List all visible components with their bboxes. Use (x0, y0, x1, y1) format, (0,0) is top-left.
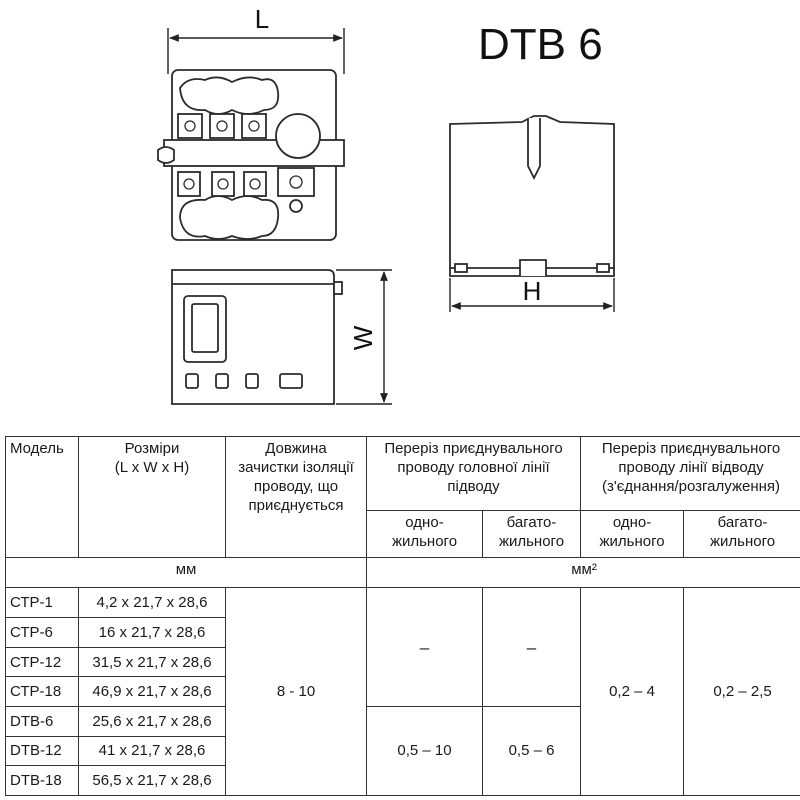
terminal-screws (183, 120, 303, 190)
table-cell-model: СТР-18 (5, 676, 79, 707)
dtb-main-single: 0,5 – 10 (366, 705, 483, 797)
side-view (171, 269, 343, 405)
label-w: W (348, 325, 378, 350)
table-cell-model: СТР-6 (5, 617, 79, 648)
header-main-single: одно-жильного (366, 509, 483, 558)
table-cell-size: 46,9 x 21,7 x 28,6 (78, 676, 226, 707)
unit-mm: мм (5, 556, 367, 589)
header-model: Модель (5, 436, 79, 558)
model-title: DTB 6 (478, 20, 603, 69)
ctp-main-single: – (366, 587, 483, 707)
table-cell-size: 56,5 x 21,7 x 28,6 (78, 765, 226, 796)
ctp-main-multi: – (481, 587, 582, 707)
label-h: H (523, 276, 542, 306)
unit-mm2: мм² (365, 556, 800, 589)
table-cell-model: DTB-12 (5, 735, 79, 767)
dimension-h (449, 278, 615, 312)
header-main-multi: багато-жильного (481, 509, 582, 558)
table-cell-size: 4,2 x 21,7 x 28,6 (78, 587, 226, 619)
header-sizes: Розміри(L x W x H) (78, 436, 226, 558)
front-view (449, 115, 615, 277)
table-cell-size: 31,5 x 21,7 x 28,6 (78, 646, 226, 678)
header-branch-multi: багато-жильного (683, 509, 800, 558)
table-cell-model: СТР-1 (5, 587, 79, 619)
table-cell-size: 25,6 x 21,7 x 28,6 (78, 705, 226, 737)
dtb-main-multi: 0,5 – 6 (481, 705, 582, 797)
table-cell-model: СТР-12 (5, 646, 79, 678)
table-cell-model: DTB-6 (5, 705, 79, 737)
dimension-l (167, 28, 345, 74)
table-cell-model: DTB-18 (5, 765, 79, 796)
label-l: L (255, 4, 269, 34)
branch-single-value: 0,2 – 4 (580, 587, 685, 796)
branch-multi-value: 0,2 – 2,5 (683, 587, 800, 796)
dimension-w (336, 269, 392, 405)
table-cell-size: 16 x 21,7 x 28,6 (78, 617, 226, 648)
strip-length-value: 8 - 10 (225, 587, 367, 796)
table-cell-size: 41 x 21,7 x 28,6 (78, 735, 226, 767)
header-branch-single: одно-жильного (580, 509, 685, 558)
top-view (157, 69, 345, 241)
technical-drawing: L (157, 4, 615, 405)
